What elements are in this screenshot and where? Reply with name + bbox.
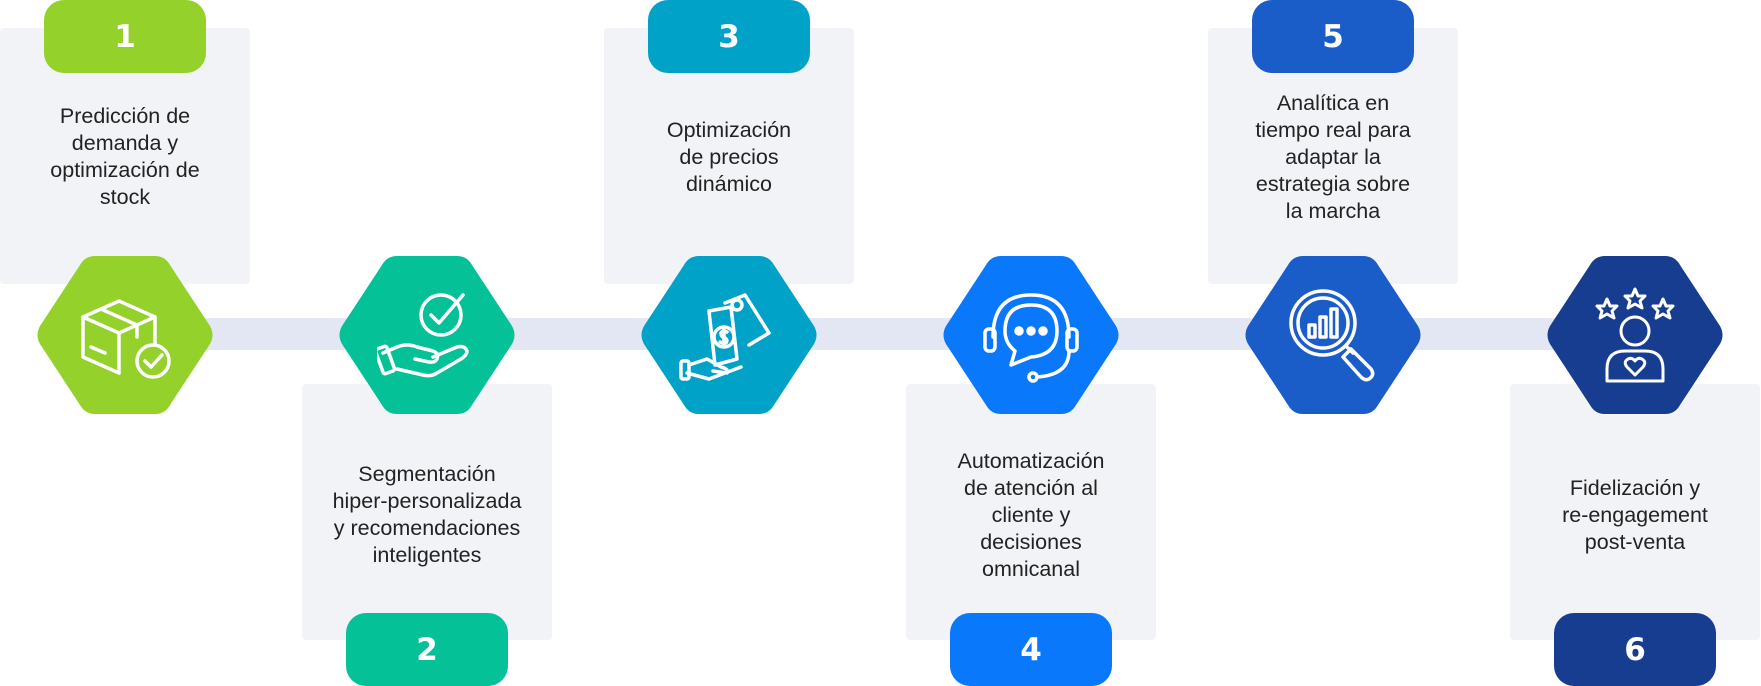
- hand-check-icon: [377, 293, 469, 378]
- magnifier-chart-icon: [1289, 289, 1375, 382]
- step-hexagon: [639, 256, 819, 414]
- step-hexagon: [1243, 256, 1423, 414]
- step-number-badge: 6: [1554, 613, 1716, 686]
- step-text: Optimización de precios dinámico: [666, 117, 792, 196]
- step-4: Automatización de atención al cliente y …: [906, 0, 1156, 686]
- step-number-badge: 1: [44, 0, 206, 73]
- hexagon-shape: [1245, 256, 1421, 414]
- box-check-icon: [81, 299, 171, 379]
- step-text: Fidelización y re-engagement post-venta: [1562, 475, 1708, 554]
- hexagon-shape: [37, 256, 213, 414]
- step-number-badge: 5: [1252, 0, 1414, 73]
- hexagon-shape: [641, 256, 817, 414]
- user-stars-icon: [1595, 287, 1675, 383]
- hexagon-shape: [1547, 256, 1723, 414]
- step-6: Fidelización y re-engagement post-venta …: [1510, 0, 1760, 686]
- step-3: Optimización de precios dinámico 3: [604, 0, 854, 686]
- step-card: [302, 384, 552, 640]
- step-2: Segmentación hiper-personalizada y recom…: [302, 0, 552, 686]
- step-card: [1510, 384, 1760, 640]
- step-hexagon: [1545, 256, 1725, 414]
- step-1: Predicción de demanda y optimización de …: [0, 0, 250, 686]
- step-hexagon: [35, 256, 215, 414]
- headset-chat-icon: [983, 293, 1079, 383]
- step-text: Segmentación hiper-personalizada y recom…: [332, 462, 522, 567]
- step-text: Predicción de demanda y optimización de …: [50, 104, 200, 209]
- step-text: Automatización de atención al cliente y …: [957, 448, 1105, 581]
- step-number-badge: 4: [950, 613, 1112, 686]
- step-hexagon: [337, 256, 517, 414]
- step-hexagon: [941, 256, 1121, 414]
- step-text: Analítica en tiempo real para adaptar la…: [1255, 90, 1411, 223]
- step-number-badge: 2: [346, 613, 508, 686]
- step-number-badge: 3: [648, 0, 810, 73]
- hand-price-tag-icon: [679, 293, 771, 381]
- step-card: [906, 384, 1156, 640]
- step-5: Analítica en tiempo real para adaptar la…: [1208, 0, 1458, 686]
